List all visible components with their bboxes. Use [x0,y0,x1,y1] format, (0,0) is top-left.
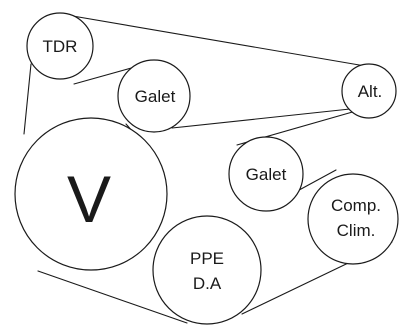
pulley-galet-mid-label: Galet [246,165,287,184]
pulley-ppe: PPE D.A [152,215,262,325]
pulley-alt-circle [341,63,397,119]
pulley-comp: Comp. Clim. [307,173,399,265]
pulley-galet-mid-circle [228,136,304,212]
pulley-tdr: TDR [26,12,94,80]
pulley-comp-label-line2: Clim. [337,221,376,240]
pulley-galet-top-label: Galet [135,87,176,106]
belt-segment-tdr-alt [60,13,372,68]
pulley-ppe-circle [152,215,262,325]
pulley-galet-top: Galet [117,59,191,133]
pulley-v: V [14,117,168,271]
pulley-v-circle [14,117,168,271]
pulley-comp-circle [307,173,399,265]
pulley-ppe-label-line2: D.A [193,274,222,293]
pulley-comp-label-line1: Comp. [331,196,381,215]
pulley-tdr-circle [26,12,94,80]
pulley-v-label: V [67,162,111,236]
pulley-tdr-label: TDR [43,37,78,56]
belt-segment-tdr-v [23,63,32,135]
belt-segment-v-ppe [37,270,188,324]
pulley-galet-top-circle [117,59,191,133]
pulley-alt: Alt. [341,63,397,119]
belt-segment-galet-top-tdr [73,66,136,85]
pulley-galet-mid: Galet [228,136,304,212]
belt-segment-alt-galet-top [171,108,351,129]
pulley-alt-label: Alt. [358,82,383,101]
pulley-ppe-label-line1: PPE [190,249,224,268]
